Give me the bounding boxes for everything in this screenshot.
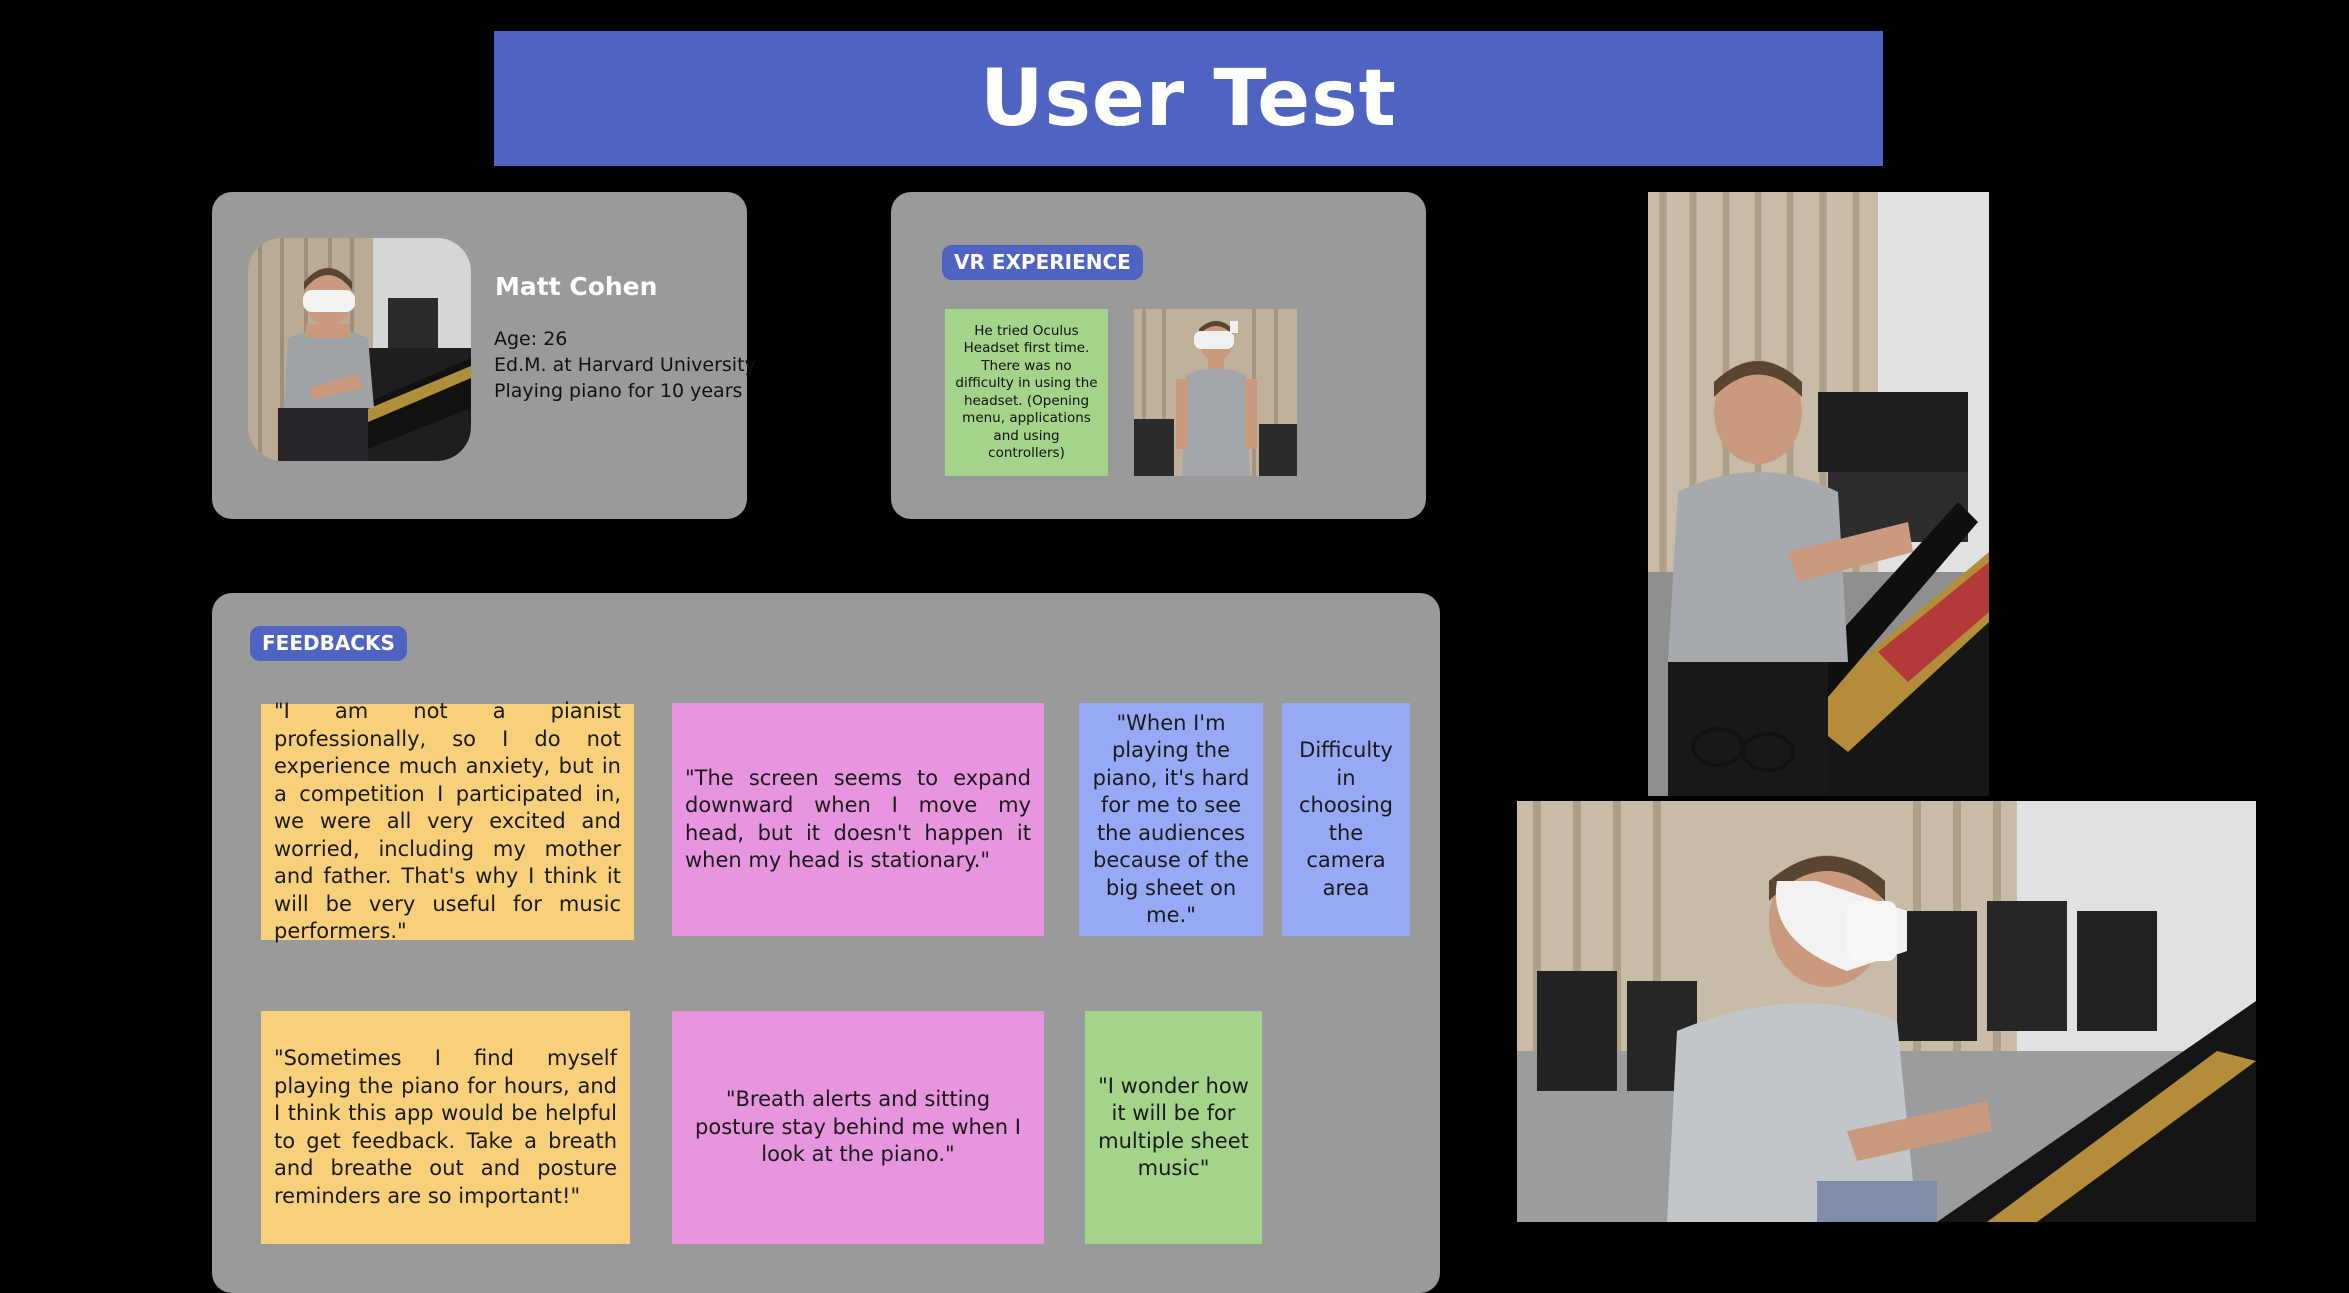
title-banner: User Test: [494, 31, 1883, 166]
profile-name: Matt Cohen: [495, 272, 658, 301]
feedback-note: "I wonder how it will be for multiple sh…: [1085, 1011, 1262, 1244]
vr-experience-note-text: He tried Oculus Headset first time. Ther…: [955, 322, 1098, 462]
feedback-note-text: "The screen seems to expand downward whe…: [685, 765, 1031, 873]
profile-card: Matt Cohen Age: 26 Ed.M. at Harvard Univ…: [212, 192, 756, 519]
feedback-note-text: "Sometimes I find myself playing the pia…: [274, 1046, 617, 1208]
avatar-photo: [248, 238, 471, 461]
vr-experience-photo: [1134, 309, 1297, 476]
vr-experience-badge: VR EXPERIENCE: [942, 245, 1143, 280]
feedback-note-text: "When I'm playing the piano, it's hard f…: [1092, 710, 1250, 928]
feedback-note: "Sometimes I find myself playing the pia…: [261, 1011, 630, 1244]
vr-experience-card: VR EXPERIENCE He tried Oculus Headset fi…: [891, 192, 1426, 519]
user-test-photo-top: [1648, 192, 1989, 796]
feedback-note-text: "I wonder how it will be for multiple sh…: [1098, 1073, 1249, 1181]
avatar: [248, 238, 471, 461]
feedback-note-text: "Breath alerts and sitting posture stay …: [695, 1087, 1021, 1167]
profile-education: Ed.M. at Harvard University: [494, 354, 756, 376]
feedback-note: Difficulty in choosing the camera area: [1282, 703, 1410, 936]
feedback-note-text: Difficulty in choosing the camera area: [1299, 738, 1393, 900]
feedbacks-badge: FEEDBACKS: [250, 626, 407, 661]
vr-experience-note: He tried Oculus Headset first time. Ther…: [945, 309, 1108, 476]
profile-age: Age: 26: [494, 328, 568, 350]
feedback-note-text: "I am not a pianist professionally, so I…: [274, 699, 621, 944]
feedback-note: "I am not a pianist professionally, so I…: [261, 699, 634, 943]
feedback-note: "When I'm playing the piano, it's hard f…: [1079, 703, 1263, 936]
page-title: User Test: [980, 53, 1397, 144]
profile-experience: Playing piano for 10 years: [494, 380, 743, 402]
feedback-note: "The screen seems to expand downward whe…: [672, 703, 1044, 936]
feedback-note: "Breath alerts and sitting posture stay …: [672, 1011, 1044, 1244]
feedbacks-panel: FEEDBACKS "I am not a pianist profession…: [212, 593, 1440, 1293]
user-test-photo-bottom: [1517, 801, 2256, 1222]
